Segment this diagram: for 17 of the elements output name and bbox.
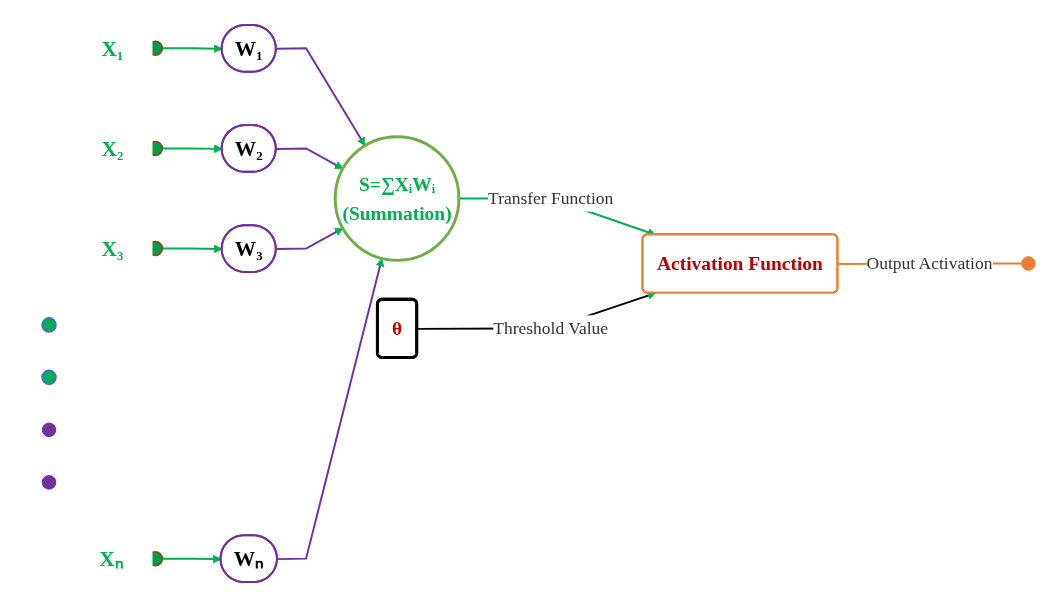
edge-label: Threshold Value bbox=[493, 318, 609, 338]
edge-label: Output Activation bbox=[866, 253, 993, 273]
node-label: X₃ bbox=[101, 236, 124, 261]
node-circle bbox=[41, 475, 57, 490]
node-label: X₂ bbox=[101, 136, 124, 161]
node-label: Xₙ bbox=[99, 546, 124, 571]
node-circle bbox=[41, 369, 57, 386]
arrow bbox=[275, 227, 344, 251]
node-circle bbox=[41, 422, 57, 438]
arrow bbox=[275, 47, 366, 146]
node-circle bbox=[1021, 256, 1036, 271]
node-circle: S=∑XᵢWᵢ (Summation) bbox=[333, 135, 461, 262]
node-label: X₁ bbox=[101, 36, 124, 61]
node-circle bbox=[41, 317, 57, 333]
edge-label: Transfer Function bbox=[488, 188, 614, 208]
arrow bbox=[276, 258, 385, 561]
arrow bbox=[275, 147, 344, 170]
